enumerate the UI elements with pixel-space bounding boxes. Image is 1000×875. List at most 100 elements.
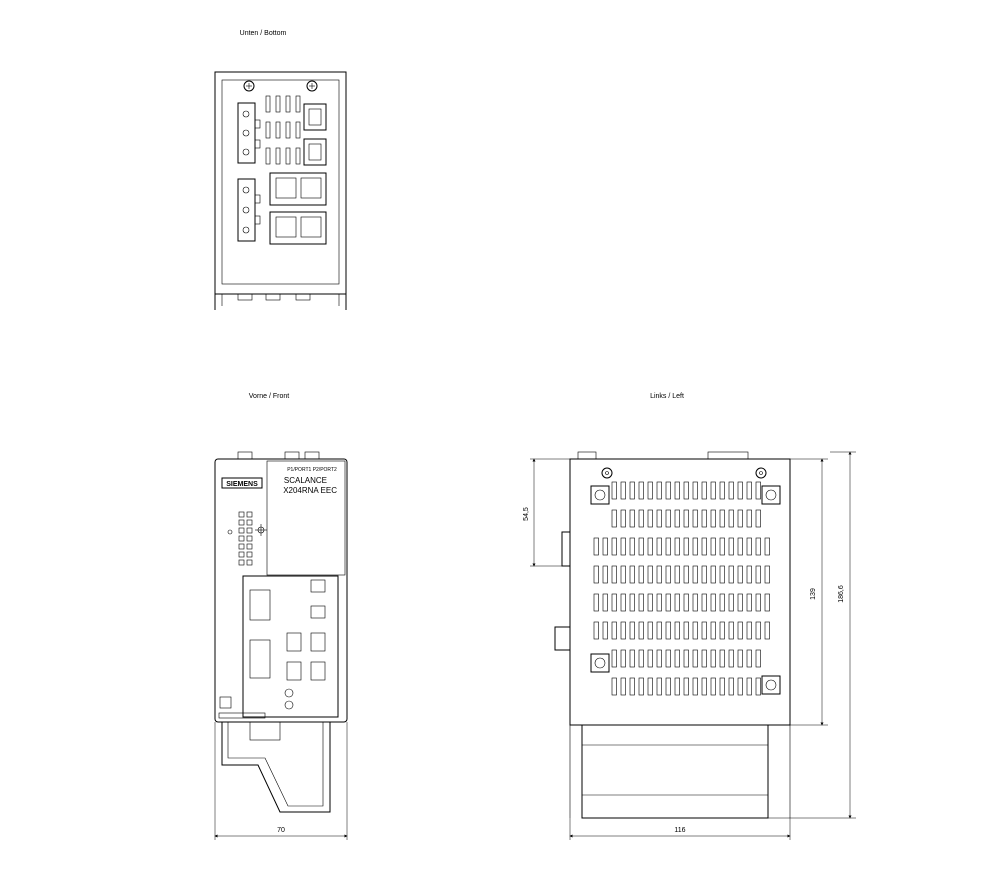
vent-slot [638, 565, 644, 584]
vent-slot [746, 565, 752, 584]
vent-slot [701, 649, 707, 668]
vent-slot [701, 593, 707, 612]
vent-slot [674, 481, 680, 500]
dim-top-offset: 54,5 [523, 507, 530, 521]
vent-slot [701, 677, 707, 696]
vent-slot [683, 509, 689, 528]
vent-slot [692, 565, 698, 584]
vent-slot [692, 649, 698, 668]
vent-slot [656, 649, 662, 668]
vent-slot [710, 481, 716, 500]
vent-slot [692, 621, 698, 640]
vent-slot [764, 537, 770, 556]
vent-slot [656, 565, 662, 584]
vent-slot [602, 593, 608, 612]
vent-slot [647, 677, 653, 696]
screw-head-icon [590, 485, 781, 695]
vent-slot [647, 481, 653, 500]
brand-text: SIEMENS [226, 481, 258, 488]
vent-slot [647, 509, 653, 528]
vent-slot [620, 621, 626, 640]
vent-slot [755, 677, 761, 696]
vent-slot [683, 565, 689, 584]
vent-slot [746, 621, 752, 640]
power-terminal-block [237, 102, 261, 164]
vent-slot [629, 593, 635, 612]
vent-slot [710, 565, 716, 584]
vent-slot [656, 509, 662, 528]
vent-slot [665, 537, 671, 556]
cable-guide [581, 724, 769, 819]
front-housing [214, 458, 348, 723]
vent-slot [629, 509, 635, 528]
vent-slot [710, 621, 716, 640]
vent-slot [692, 593, 698, 612]
vent-slot [710, 509, 716, 528]
vent-slot [638, 537, 644, 556]
vent-slot [719, 509, 725, 528]
front-width-dimension: 70 [277, 827, 285, 834]
vent-slot [710, 649, 716, 668]
vent-slot [755, 621, 761, 640]
vent-slot [665, 649, 671, 668]
vent-slot [629, 481, 635, 500]
vent-slot [746, 677, 752, 696]
sfp-port-icon [303, 103, 327, 166]
vent-slot [737, 509, 743, 528]
vent-slot [746, 509, 752, 528]
vent-slot [710, 677, 716, 696]
vent-slot [728, 565, 734, 584]
connector-module [242, 575, 339, 718]
vent-slot [737, 593, 743, 612]
vent-slot [638, 621, 644, 640]
vent-slot [737, 649, 743, 668]
vent-slot [728, 509, 734, 528]
vent-slot [593, 621, 599, 640]
vent-slot [755, 593, 761, 612]
vent-slot [737, 621, 743, 640]
vent-slot [611, 565, 617, 584]
vent-slot [719, 481, 725, 500]
vent-slot [719, 621, 725, 640]
ports-header: P1/PORT1 P2/PORT2 [287, 467, 337, 473]
bottom-view: Unten / Bottom [214, 30, 347, 310]
vent-slot [710, 593, 716, 612]
cable-bracket [221, 721, 331, 813]
vent-slot [638, 649, 644, 668]
vent-slot [755, 537, 761, 556]
vent-slot [638, 481, 644, 500]
vent-slot [728, 481, 734, 500]
bottom-vent-slots [265, 95, 301, 165]
vent-slot [737, 537, 743, 556]
mounting-screw-icon [243, 80, 318, 92]
vent-slot [737, 481, 743, 500]
vent-slot [665, 565, 671, 584]
vent-slot [674, 593, 680, 612]
vent-slot [665, 481, 671, 500]
vent-slot [656, 481, 662, 500]
vent-slot [611, 537, 617, 556]
vent-slot [728, 537, 734, 556]
vent-slot [620, 565, 626, 584]
vent-slot [728, 593, 734, 612]
vent-slot [647, 537, 653, 556]
vent-slot [764, 565, 770, 584]
vent-slot [683, 621, 689, 640]
front-view: Vorne / Front SIEMENS P1/PORT1 P2/PORT2 … [214, 393, 348, 840]
vent-slot [683, 649, 689, 668]
dim-height-inner: 139 [810, 588, 817, 600]
vent-slot [746, 593, 752, 612]
left-view-title: Links / Left [650, 393, 684, 400]
front-view-title: Vorne / Front [249, 393, 290, 400]
vent-slot [674, 677, 680, 696]
vent-slot [620, 593, 626, 612]
vent-slot [683, 677, 689, 696]
vent-slot [611, 649, 617, 668]
vent-slot [674, 649, 680, 668]
dim-height-total: 186,6 [838, 585, 845, 603]
vent-slot [755, 649, 761, 668]
brand-logo [221, 477, 263, 489]
model-line-2: X204RNA EEC [283, 486, 337, 495]
vent-slot [602, 565, 608, 584]
